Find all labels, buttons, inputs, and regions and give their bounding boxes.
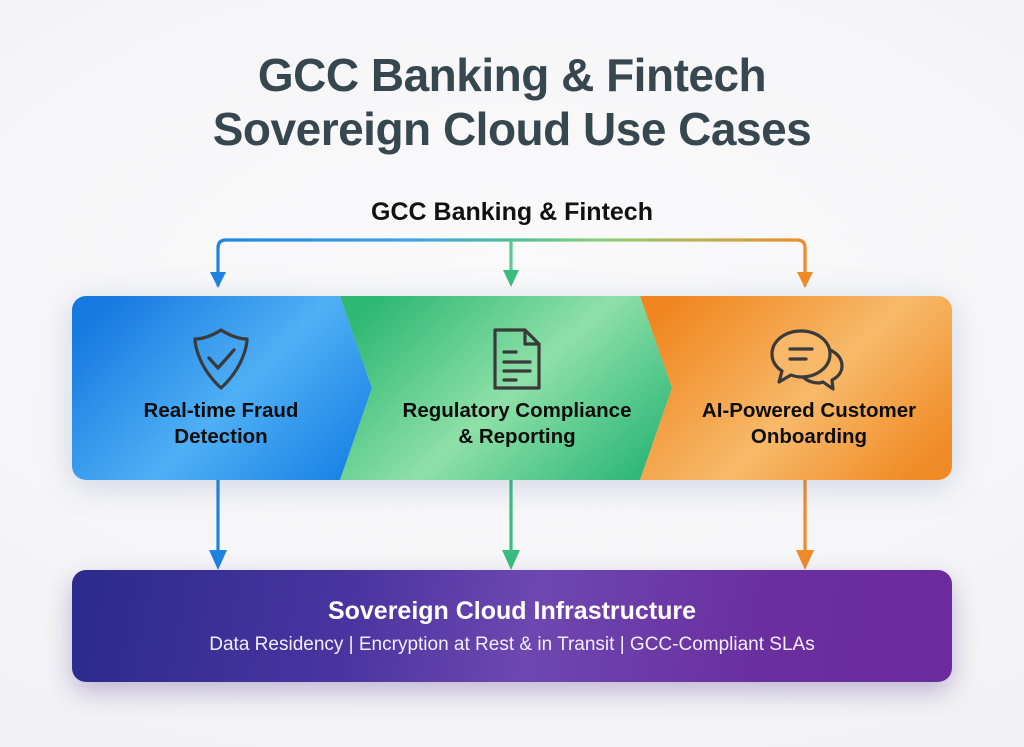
bracket-arrow-middle [503, 270, 519, 287]
down-arrow-2 [502, 550, 520, 570]
use-case-card-onboarding[interactable]: AI-Powered Customer Onboarding [684, 296, 934, 480]
use-case-card-fraud[interactable]: Real-time Fraud Detection [96, 296, 346, 480]
document-lines-icon [489, 326, 545, 392]
chevron-segment-onboarding [640, 296, 952, 480]
page-title-line-2: Sovereign Cloud Use Cases [212, 103, 812, 156]
bracket-arrow-left [210, 272, 226, 288]
sector-label: GCC Banking & Fintech [371, 198, 653, 226]
foundation-bar[interactable]: Sovereign Cloud Infrastructure Data Resi… [72, 570, 952, 682]
bracket-arrow-right [797, 272, 813, 288]
foundation-title: Sovereign Cloud Infrastructure [327, 596, 697, 625]
down-arrow-3 [796, 550, 814, 570]
down-arrow-1 [209, 550, 227, 570]
use-case-card-compliance[interactable]: Regulatory Compliance & Reporting [392, 296, 642, 480]
foundation-subtitle: Data Residency | Encryption at Rest & in… [209, 633, 815, 655]
use-case-label-fraud: Real-time Fraud Detection [143, 399, 299, 448]
shield-check-icon [190, 326, 252, 392]
use-case-label-compliance: Regulatory Compliance & Reporting [402, 399, 632, 448]
speech-bubbles-icon [770, 326, 848, 392]
page-title: GCC Banking & Fintech Sovereign Cloud Us… [0, 48, 1024, 157]
page-title-line-1: GCC Banking & Fintech [257, 49, 767, 101]
use-case-label-onboarding: AI-Powered Customer Onboarding [701, 399, 917, 448]
